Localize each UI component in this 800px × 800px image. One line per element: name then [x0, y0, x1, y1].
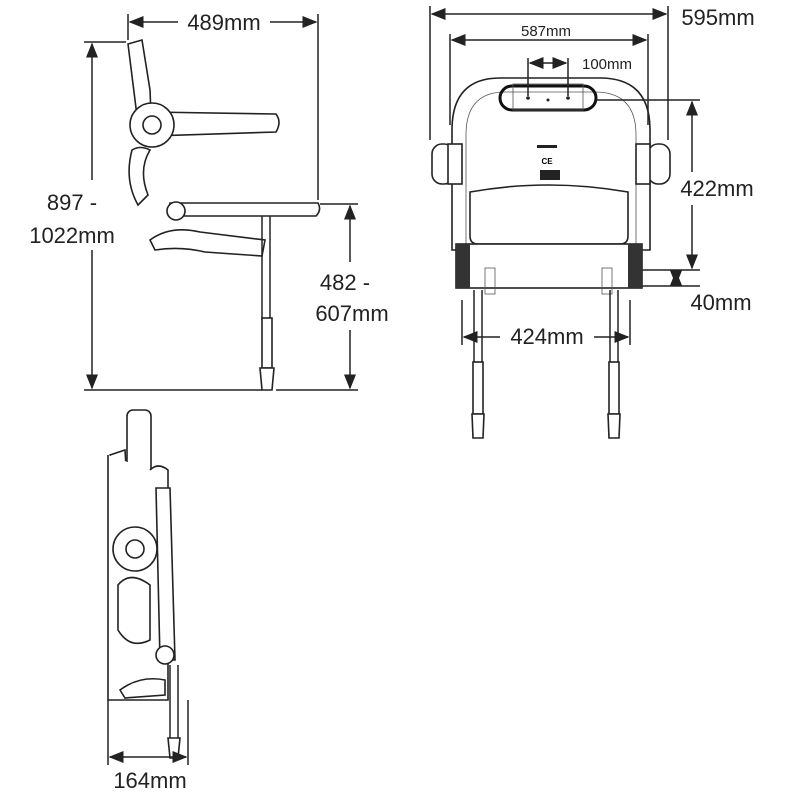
fixing-spacing-label: 100mm — [582, 56, 632, 73]
folded-view-seat-drawing — [107, 409, 181, 759]
folded-depth-label: 164mm — [113, 768, 186, 793]
depth-dimension-label: 489mm — [187, 10, 260, 35]
inner-width-label: 587mm — [521, 23, 571, 40]
folded-view: 164mm — [107, 409, 189, 793]
svg-text:CE: CE — [541, 157, 553, 166]
overall-height-label-line2: 1022mm — [29, 223, 115, 248]
leg-spacing-label: 424mm — [510, 324, 583, 349]
front-view-seat-drawing: CE — [431, 77, 671, 439]
seat-height-label-line2: 607mm — [315, 301, 388, 326]
back-height-label: 422mm — [680, 176, 753, 201]
frame-thickness-label: 40mm — [690, 290, 751, 315]
seat-height-label-line1: 482 - — [320, 270, 370, 295]
front-view: CE 595mm 587mm 100mm — [429, 5, 755, 439]
side-view: 489mm 897 - 1022mm 482 - 607mm — [29, 10, 389, 391]
side-view-seat-drawing — [127, 38, 321, 391]
overall-height-label-line1: 897 - — [47, 190, 97, 215]
overall-width-label: 595mm — [681, 5, 754, 30]
